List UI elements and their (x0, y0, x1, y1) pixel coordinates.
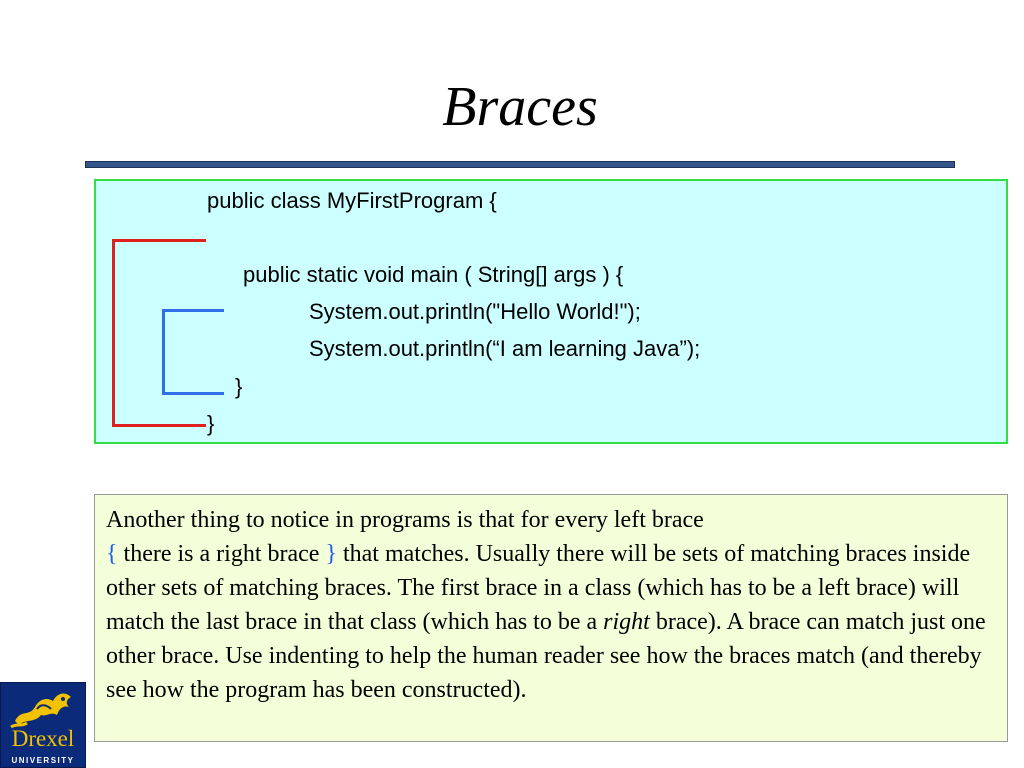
code-line-close-main: } (235, 374, 243, 399)
explanation-part-3: that matches. Usually there will be sets… (106, 541, 971, 635)
left-brace-symbol: { (106, 541, 118, 567)
explanation-part-2: there is a right brace (117, 541, 326, 567)
explanation-part-1: Another thing to notice in programs is t… (106, 507, 704, 533)
slide-title: Braces (442, 76, 598, 138)
code-line-close-class: } (207, 411, 215, 436)
drexel-logo: Drexel UNIVERSITY (0, 682, 86, 768)
dragon-icon (10, 693, 71, 729)
code-line-println-1: System.out.println("Hello World!"); (309, 299, 641, 324)
inner-brace-bracket (162, 309, 224, 395)
explanation-panel: Another thing to notice in programs is t… (94, 494, 1008, 742)
explanation-text: Another thing to notice in programs is t… (106, 503, 997, 707)
code-line-println-2: System.out.println(“I am learning Java”)… (309, 336, 701, 361)
code-line-class: public class MyFirstProgram { (207, 188, 497, 213)
explanation-italic-right: right (603, 609, 650, 635)
code-panel: public class MyFirstProgram { public sta… (94, 179, 1008, 444)
explanation-part-4: brace). A brace can match just one other… (106, 609, 986, 703)
outer-brace-bracket (112, 239, 206, 427)
title-divider (85, 161, 955, 168)
code-line-main: public static void main ( String[] args … (243, 262, 624, 287)
logo-wordmark: Drexel (11, 726, 75, 751)
logo-subtitle: UNIVERSITY (1, 755, 85, 767)
right-brace-symbol: } (325, 541, 337, 567)
